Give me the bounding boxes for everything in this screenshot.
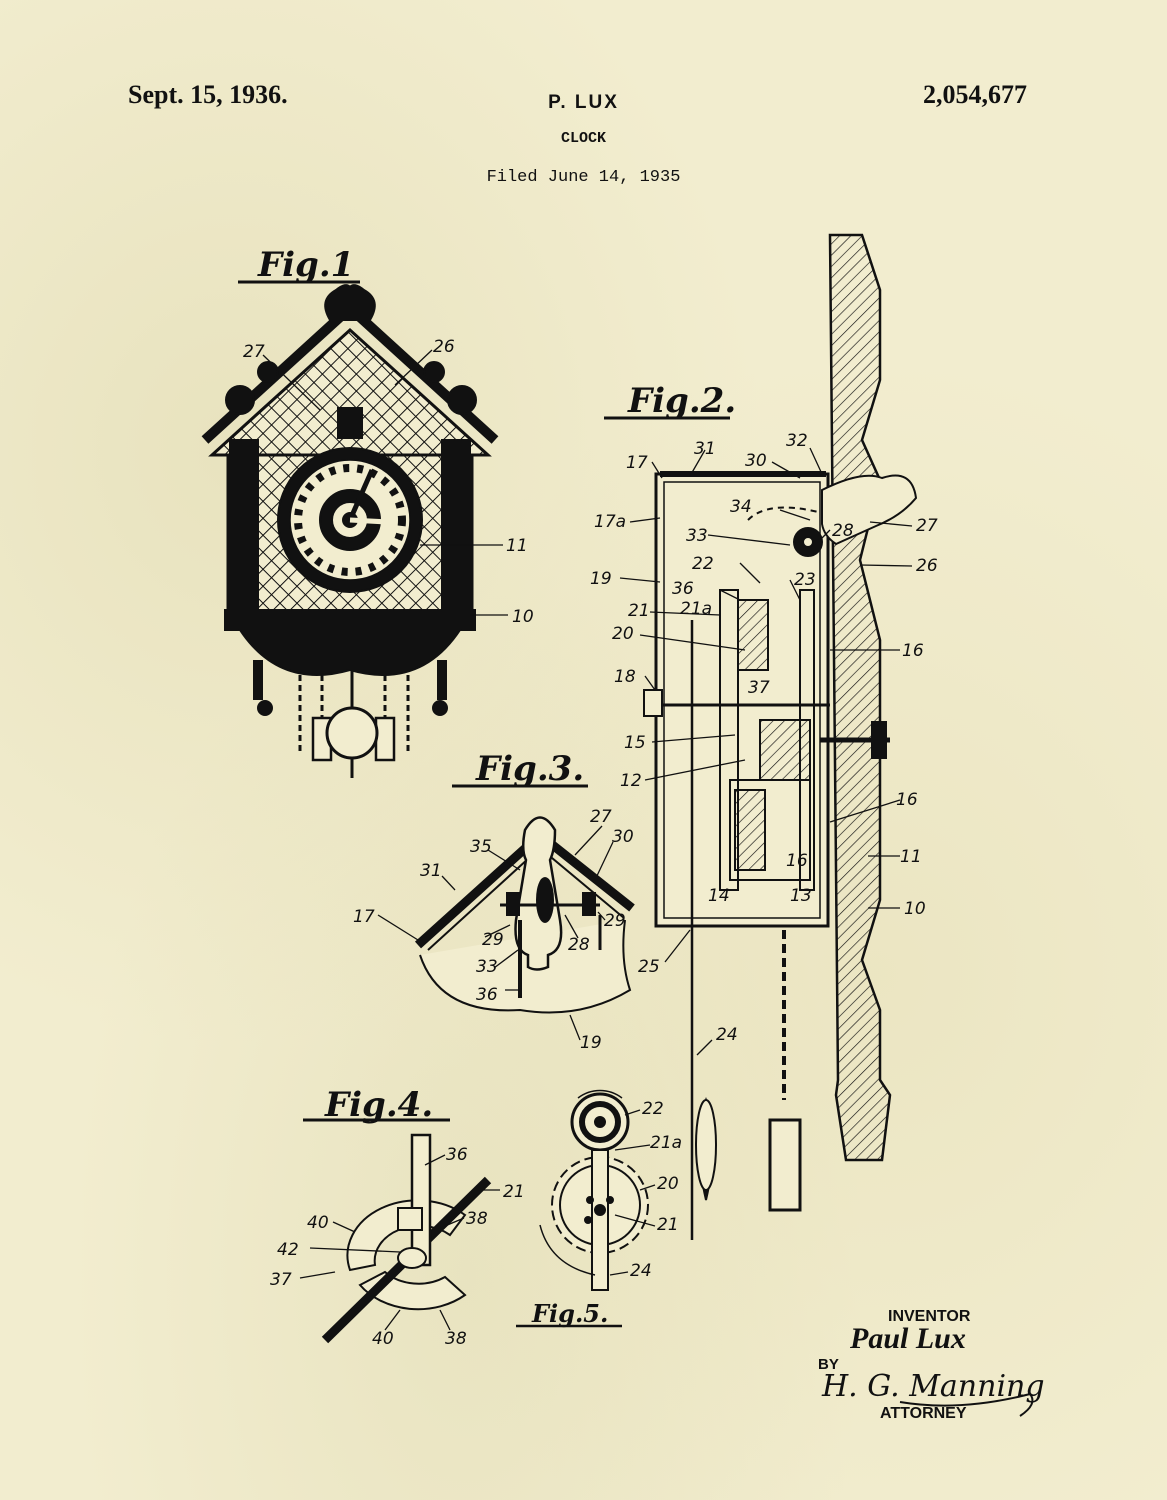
- patent-title: CLOCK: [560, 130, 606, 147]
- svg-text:29: 29: [482, 930, 504, 950]
- fig4-label: Fig.4.: [324, 1085, 433, 1125]
- fig2-label: Fig.2.: [627, 381, 736, 421]
- svg-text:42: 42: [277, 1240, 299, 1260]
- svg-text:16: 16: [786, 851, 808, 871]
- svg-text:36: 36: [476, 985, 498, 1005]
- svg-text:22: 22: [642, 1099, 664, 1119]
- svg-text:34: 34: [730, 497, 752, 517]
- by-label: BY: [818, 1356, 839, 1373]
- svg-text:29: 29: [604, 911, 626, 931]
- filed-date: Filed June 14, 1935: [486, 168, 681, 187]
- svg-text:22: 22: [692, 554, 714, 574]
- fig3-numerals: 27 35 30 31 17 29 28 29 33 36 19: [353, 807, 634, 1053]
- svg-text:28: 28: [568, 935, 590, 955]
- inventor-label: INVENTOR: [888, 1308, 971, 1325]
- svg-text:36: 36: [446, 1145, 468, 1165]
- svg-text:28: 28: [832, 521, 854, 541]
- svg-text:37: 37: [270, 1270, 292, 1290]
- fig3-drawing: Fig.3.: [377, 749, 635, 1041]
- svg-text:30: 30: [745, 451, 767, 471]
- svg-text:20: 20: [657, 1174, 679, 1194]
- svg-text:16: 16: [896, 790, 918, 810]
- svg-text:18: 18: [614, 667, 636, 687]
- svg-text:33: 33: [476, 957, 498, 977]
- svg-text:15: 15: [624, 733, 646, 753]
- svg-text:37: 37: [748, 678, 770, 698]
- svg-text:17a: 17a: [594, 512, 626, 532]
- svg-text:21a: 21a: [680, 599, 712, 619]
- attorney-label: ATTORNEY: [880, 1405, 967, 1422]
- fig4-numerals: 36 21 38 40 42 37 40 38: [270, 1145, 525, 1349]
- fig2-drawing: Fig.2.: [604, 233, 918, 1240]
- svg-text:31: 31: [420, 861, 442, 881]
- svg-text:35: 35: [470, 837, 492, 857]
- patent-number: 2,054,677: [923, 80, 1027, 109]
- svg-text:38: 38: [466, 1209, 488, 1229]
- svg-text:24: 24: [716, 1025, 738, 1045]
- svg-text:10: 10: [904, 899, 926, 919]
- svg-text:36: 36: [672, 579, 694, 599]
- svg-text:16: 16: [902, 641, 924, 661]
- svg-text:40: 40: [372, 1329, 394, 1349]
- svg-text:27: 27: [916, 516, 938, 536]
- svg-text:23: 23: [794, 570, 816, 590]
- svg-text:21: 21: [503, 1182, 525, 1202]
- inventor-name: Paul Lux: [850, 1322, 966, 1355]
- svg-text:26: 26: [433, 337, 455, 357]
- svg-text:12: 12: [620, 771, 642, 791]
- svg-text:27: 27: [590, 807, 612, 827]
- fig1-drawing: Fig.1: [201, 245, 508, 778]
- svg-text:14: 14: [708, 886, 730, 906]
- fig4-drawing: Fig.4.: [299, 1085, 500, 1344]
- svg-text:10: 10: [512, 607, 534, 627]
- fig1-label: Fig.1: [257, 245, 354, 285]
- svg-text:27: 27: [243, 342, 265, 362]
- svg-text:21a: 21a: [650, 1133, 682, 1153]
- fig3-label: Fig.3.: [475, 749, 584, 789]
- patent-date: Sept. 15, 1936.: [128, 80, 288, 109]
- svg-text:40: 40: [307, 1213, 329, 1233]
- attorney-signature: H. G. Manning: [821, 1369, 1045, 1417]
- fig5-drawing: Fig.5.: [516, 1089, 656, 1328]
- fig5-label: Fig.5.: [531, 1299, 608, 1328]
- svg-text:13: 13: [790, 886, 812, 906]
- svg-text:20: 20: [612, 624, 634, 644]
- svg-text:38: 38: [445, 1329, 467, 1349]
- fig1-numerals: 27 26 11 10: [243, 337, 534, 627]
- svg-text:21: 21: [657, 1215, 679, 1235]
- svg-text:26: 26: [916, 556, 938, 576]
- inventor-short: P. LUX: [548, 92, 619, 113]
- svg-text:33: 33: [686, 526, 708, 546]
- svg-text:19: 19: [590, 569, 612, 589]
- svg-text:25: 25: [638, 957, 660, 977]
- svg-text:24: 24: [630, 1261, 652, 1281]
- svg-text:17: 17: [353, 907, 375, 927]
- svg-text:31: 31: [694, 439, 716, 459]
- svg-text:30: 30: [612, 827, 634, 847]
- svg-text:19: 19: [580, 1033, 602, 1053]
- svg-text:17: 17: [626, 453, 648, 473]
- fig5-numerals: 22 21a 20 21 24: [630, 1099, 682, 1281]
- svg-text:11: 11: [900, 847, 922, 867]
- svg-text:11: 11: [506, 536, 528, 556]
- svg-text:32: 32: [786, 431, 808, 451]
- svg-text:21: 21: [628, 601, 650, 621]
- fig2-numerals: 17 31 30 32 17a 34 33 28 27 22 26 19 36 …: [590, 431, 938, 1045]
